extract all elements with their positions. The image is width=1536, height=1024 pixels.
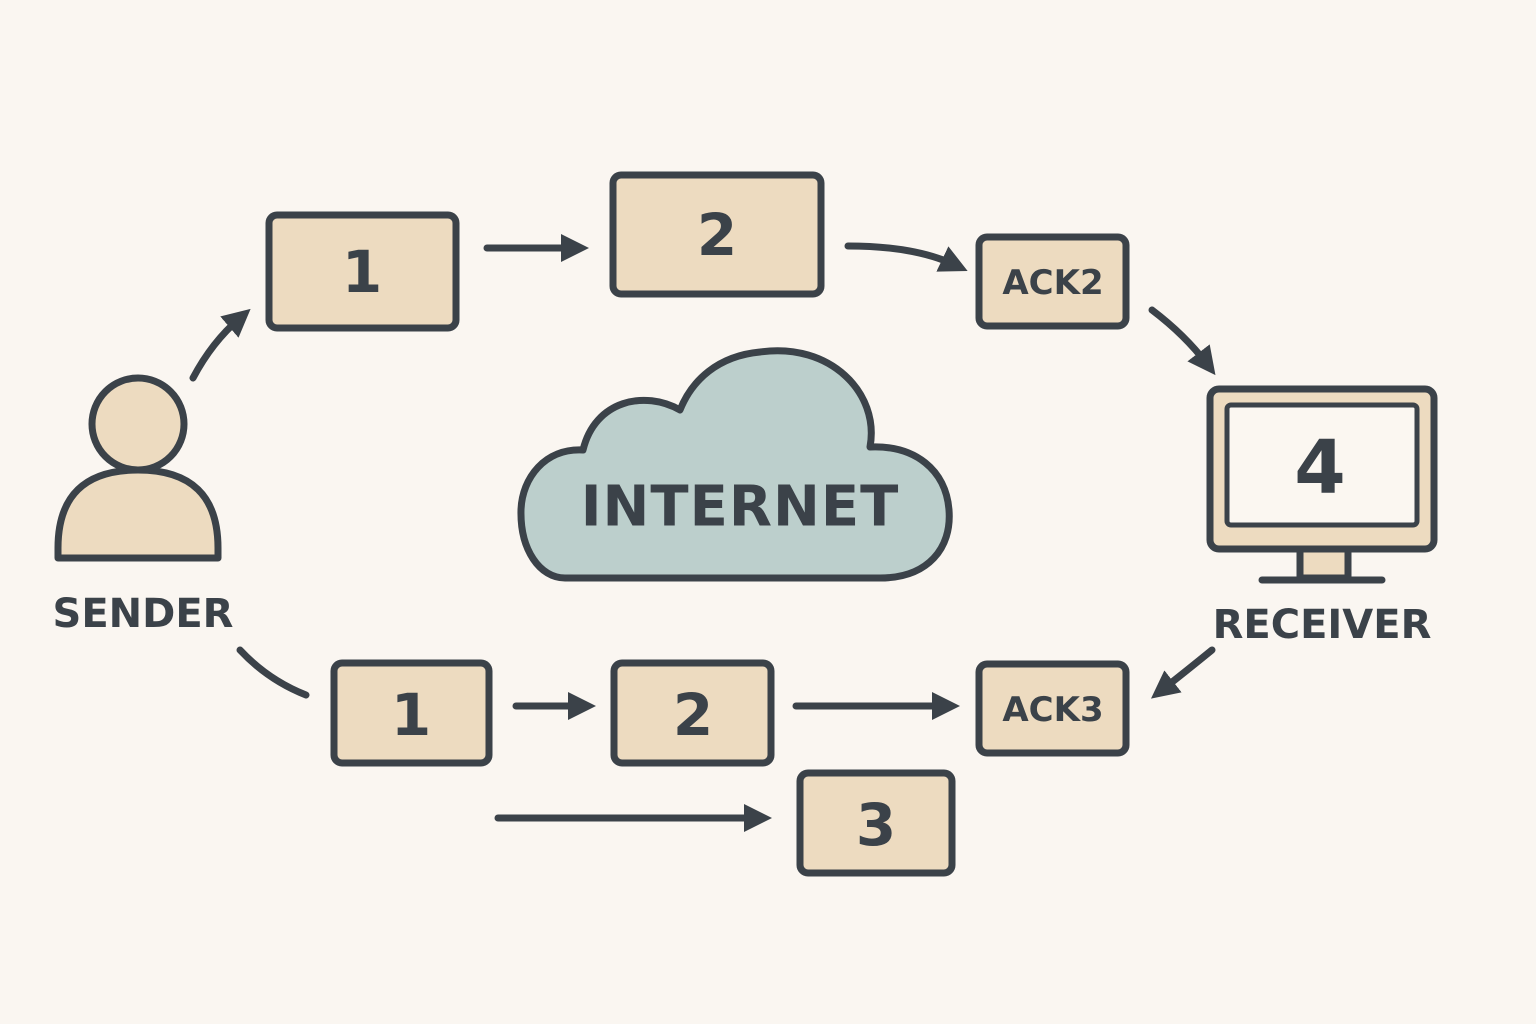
bottom-packet-3: 3 — [796, 769, 956, 877]
top-packet-2: 2 — [609, 171, 825, 298]
receiver-screen-value: 4 — [1294, 425, 1346, 511]
receiver-label: RECEIVER — [1213, 602, 1432, 648]
bottom-packet-1-label: 1 — [391, 681, 431, 749]
arrow-sender-to-bottom-row — [236, 646, 310, 699]
cloud-label: INTERNET — [581, 475, 900, 540]
top-ack-box: ACK2 — [975, 233, 1130, 330]
monitor-icon: 4 — [1206, 385, 1438, 584]
sender-label: SENDER — [53, 591, 234, 637]
top-packet-1-label: 1 — [342, 238, 382, 306]
arrow-ack2-to-receiver — [1148, 306, 1216, 376]
cloud-icon: INTERNET — [517, 347, 953, 582]
bottom-packet-1: 1 — [330, 659, 493, 767]
arrow-receiver-to-ack3 — [1150, 646, 1216, 699]
bottom-ack-label: ACK3 — [1002, 690, 1103, 730]
bottom-packet-2: 2 — [610, 659, 775, 767]
bottom-packet-2-label: 2 — [673, 681, 713, 749]
bottom-ack-box: ACK3 — [975, 660, 1130, 757]
arrow-sender-to-packet-1 — [189, 308, 251, 382]
top-ack-label: ACK2 — [1002, 263, 1103, 303]
top-packet-2-label: 2 — [697, 201, 737, 269]
top-packet-1: 1 — [265, 211, 460, 332]
bottom-packet-3-label: 3 — [856, 791, 896, 859]
person-icon — [54, 374, 222, 562]
arrow-packet-2-to-ack2 — [844, 242, 968, 272]
